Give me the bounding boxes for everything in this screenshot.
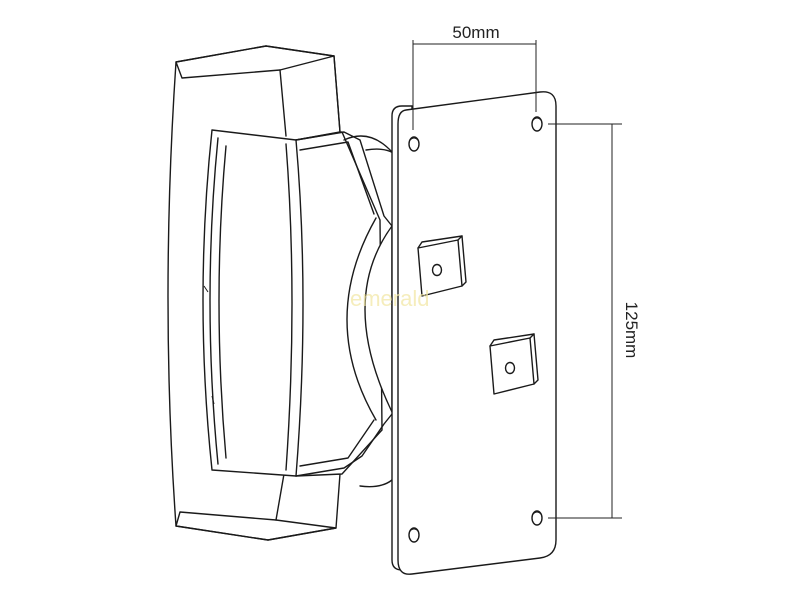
plate-hole-top-right — [531, 116, 543, 132]
hinge-disc — [364, 225, 393, 413]
plate-hole-bottom-right — [531, 510, 543, 526]
height-dimension: 125mm — [548, 123, 641, 519]
speaker-clamp — [167, 45, 393, 541]
height-dimension-label: 125mm — [622, 302, 641, 359]
clamp-top-cap — [175, 45, 335, 79]
plate-hole-top-left — [408, 136, 420, 152]
width-dimension-label: 50mm — [452, 23, 499, 42]
mounting-plate — [391, 91, 557, 575]
width-dimension: 50mm — [412, 23, 537, 130]
watermark-text: emerald — [350, 286, 429, 311]
plate-hole-bottom-left — [408, 527, 420, 543]
plate-hook-lower — [489, 333, 539, 395]
plate-hook-upper — [417, 235, 467, 297]
plate-face — [397, 91, 557, 575]
clamp-bottom-cap — [175, 511, 337, 541]
hinge-joint — [343, 135, 401, 488]
